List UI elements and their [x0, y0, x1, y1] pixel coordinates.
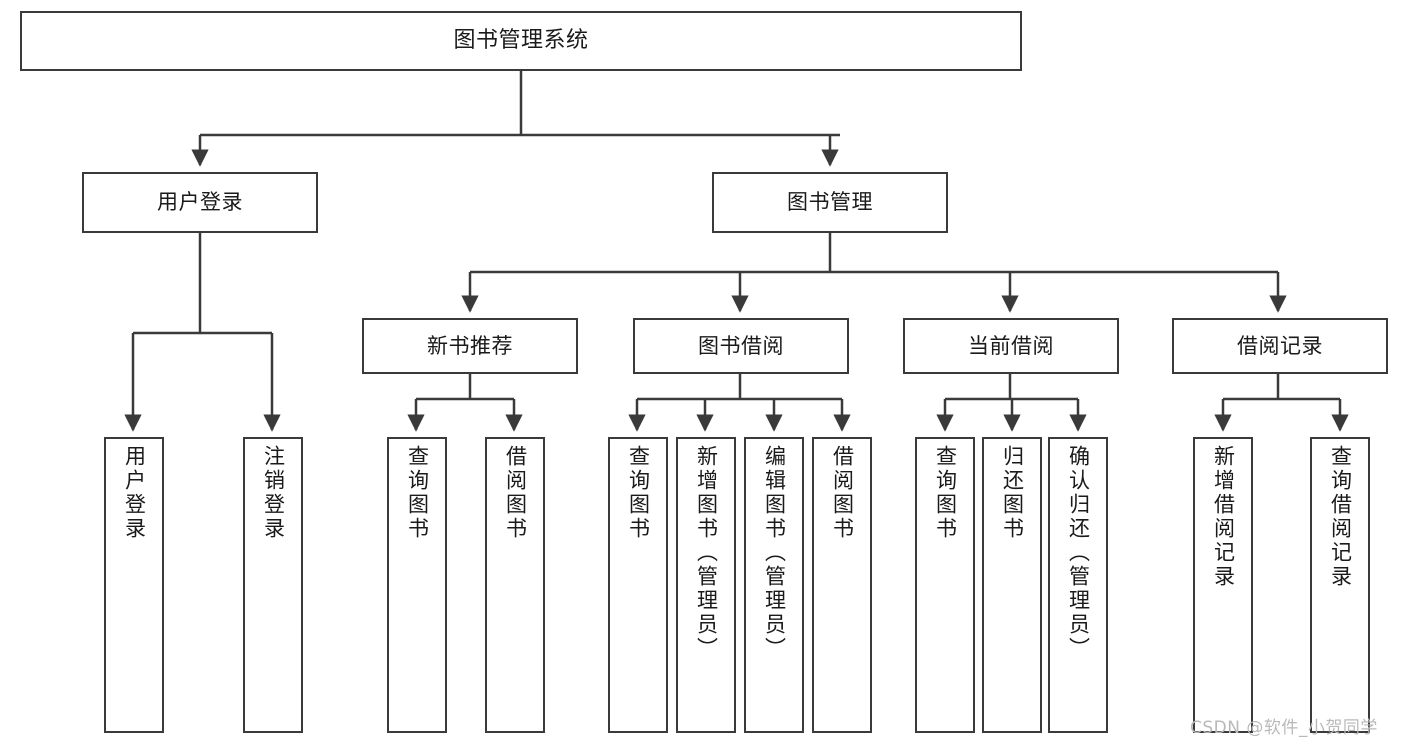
node-label: 图书管理系统	[453, 28, 589, 54]
node-label: 借阅记录	[1237, 333, 1323, 358]
node-label: 借阅图书	[503, 445, 528, 541]
node-book-borrowing[interactable]: 图书借阅	[633, 318, 849, 374]
node-label: 当前借阅	[968, 333, 1054, 358]
node-label: 新书推荐	[427, 333, 513, 358]
node-label: 确认归还（管理员）	[1066, 445, 1091, 661]
leaf-borrow-book-recommend[interactable]: 借阅图书	[485, 437, 545, 733]
leaf-query-book-borrow[interactable]: 查询图书	[608, 437, 668, 733]
leaf-add-borrow-record[interactable]: 新增借阅记录	[1193, 437, 1253, 733]
leaf-edit-book-admin[interactable]: 编辑图书（管理员）	[744, 437, 804, 733]
node-label: 编辑图书（管理员）	[762, 445, 787, 661]
node-label: 图书借阅	[698, 333, 784, 358]
node-label: 用户登录	[157, 190, 243, 215]
leaf-logout[interactable]: 注销登录	[243, 437, 303, 733]
node-label: 归还图书	[1000, 445, 1025, 541]
leaf-query-book-recommend[interactable]: 查询图书	[387, 437, 447, 733]
node-label: 注销登录	[261, 445, 286, 541]
node-borrowing-records[interactable]: 借阅记录	[1172, 318, 1388, 374]
node-label: 图书管理	[787, 190, 873, 215]
node-label: 借阅图书	[830, 445, 855, 541]
leaf-return-book[interactable]: 归还图书	[982, 437, 1042, 733]
node-label: 新增借阅记录	[1211, 445, 1236, 589]
node-label: 查询借阅记录	[1328, 445, 1353, 589]
node-label: 新增图书（管理员）	[694, 445, 719, 661]
leaf-add-book-admin[interactable]: 新增图书（管理员）	[676, 437, 736, 733]
node-new-book-recommendation[interactable]: 新书推荐	[362, 318, 578, 374]
node-label: 查询图书	[933, 445, 958, 541]
node-root-book-management-system[interactable]: 图书管理系统	[20, 11, 1022, 71]
leaf-query-book-current[interactable]: 查询图书	[915, 437, 975, 733]
leaf-user-login[interactable]: 用户登录	[104, 437, 164, 733]
node-current-borrowing[interactable]: 当前借阅	[903, 318, 1119, 374]
node-label: 查询图书	[626, 445, 651, 541]
node-label: 用户登录	[122, 445, 147, 541]
leaf-confirm-return-admin[interactable]: 确认归还（管理员）	[1048, 437, 1108, 733]
leaf-borrow-book[interactable]: 借阅图书	[812, 437, 872, 733]
node-user-login[interactable]: 用户登录	[82, 172, 318, 233]
csdn-watermark: CSDN @软件_小贺同学	[1190, 718, 1378, 738]
leaf-query-borrow-record[interactable]: 查询借阅记录	[1310, 437, 1370, 733]
node-book-management[interactable]: 图书管理	[712, 172, 948, 233]
node-label: 查询图书	[405, 445, 430, 541]
